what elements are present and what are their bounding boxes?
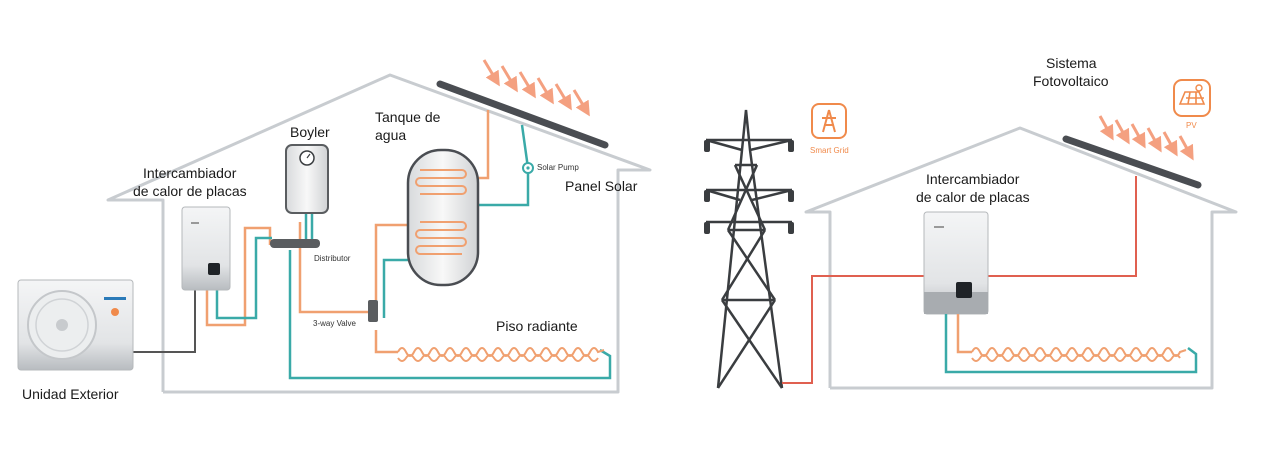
transmission-tower xyxy=(705,109,793,389)
floor-heating-coil-left xyxy=(397,347,605,362)
floor-heating-coil-right xyxy=(971,347,1187,362)
outdoor-unit-label: Unidad Exterior xyxy=(22,386,119,402)
outdoor-unit xyxy=(17,279,134,371)
distributor-label: Distributor xyxy=(314,254,351,263)
solar-pump-icon xyxy=(522,162,534,174)
right-house-outline xyxy=(804,126,1238,390)
boiler-label: Boyler xyxy=(290,124,330,140)
hot-pipes-left xyxy=(205,110,490,354)
pv-icon xyxy=(1173,79,1211,117)
cold-pipes-left xyxy=(215,124,612,380)
pv-system-label-line1: Sistema xyxy=(1046,55,1097,71)
heat-exchanger-unit-left xyxy=(181,206,231,291)
tank-label-line1: Tanque de xyxy=(375,109,441,125)
heat-exchanger-label-right-line1: Intercambiador xyxy=(926,171,1020,187)
solar-pump-label: Solar Pump xyxy=(537,163,579,172)
tank-label-line2: agua xyxy=(375,127,407,143)
solar-panel-left xyxy=(436,80,609,149)
heat-exchanger-unit-right xyxy=(923,211,989,315)
floor-pipes-right xyxy=(944,314,1198,374)
boiler xyxy=(285,144,329,214)
smart-grid-icon xyxy=(811,103,847,139)
pv-system-label-line2: Fotovoltaico xyxy=(1033,73,1109,89)
electric-lines xyxy=(782,176,1137,384)
distributor xyxy=(270,239,320,248)
smart-grid-label: Smart Grid xyxy=(810,146,849,155)
three-way-valve xyxy=(368,300,378,322)
heat-exchanger-label-left-line1: Intercambiador xyxy=(143,165,237,181)
valve-label: 3-way Valve xyxy=(313,319,356,328)
solar-panel-right xyxy=(1062,135,1202,189)
sun-rays-left xyxy=(482,59,590,117)
tower-insulators xyxy=(704,140,794,234)
outdoor-connection xyxy=(133,290,196,353)
sun-rays-right xyxy=(1098,115,1194,161)
water-tank xyxy=(406,148,480,287)
solar-panel-label: Panel Solar xyxy=(565,178,638,194)
left-house-outline xyxy=(106,73,652,394)
pv-badge-label: PV xyxy=(1186,121,1197,130)
floor-heating-label: Piso radiante xyxy=(496,318,578,334)
heat-exchanger-label-left-line2: de calor de placas xyxy=(133,183,247,199)
heat-exchanger-label-right-line2: de calor de placas xyxy=(916,189,1030,205)
